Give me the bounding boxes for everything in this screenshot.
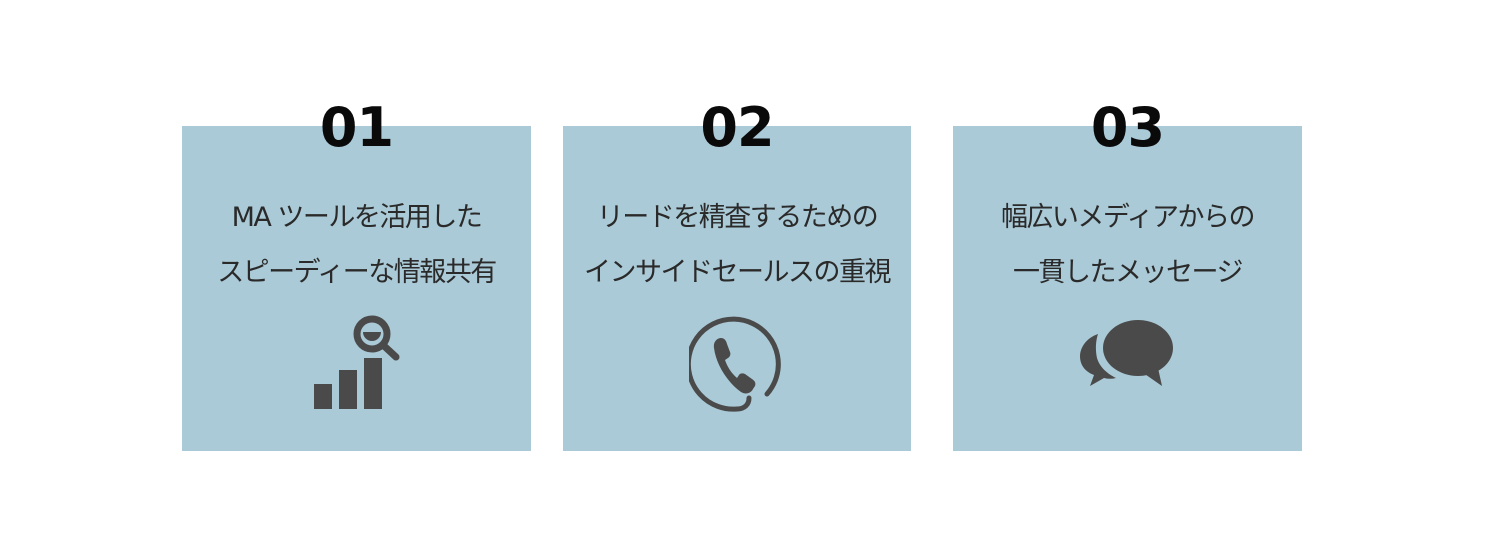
card-number: 01 bbox=[319, 96, 394, 159]
feature-card-1: 01 MA ツールを活用した スピーディーな情報共有 bbox=[182, 98, 531, 451]
feature-card-3: 03 幅広いメディアからの 一貫したメッセージ bbox=[953, 98, 1302, 451]
card-description-line-2: インサイドセールスの重視 bbox=[584, 257, 892, 288]
card-description-line-2: スピーディーな情報共有 bbox=[217, 257, 497, 288]
feature-card-2: 02 リードを精査するための インサイドセールスの重視 bbox=[563, 98, 911, 451]
card-description: MA ツールを活用した スピーディーな情報共有 bbox=[182, 190, 531, 300]
phone-circle-icon bbox=[685, 316, 785, 412]
card-description-line-1: MA ツールを活用した bbox=[231, 202, 483, 233]
card-description-line-1: リードを精査するための bbox=[596, 202, 879, 233]
card-description-line-1: 幅広いメディアからの bbox=[1000, 202, 1256, 233]
speech-bubbles-icon bbox=[1079, 318, 1176, 392]
card-description: リードを精査するための インサイドセールスの重視 bbox=[563, 190, 911, 300]
card-description-line-2: 一貫したメッセージ bbox=[1013, 257, 1243, 288]
card-number: 03 bbox=[1090, 96, 1165, 159]
card-description: 幅広いメディアからの 一貫したメッセージ bbox=[953, 190, 1302, 300]
card-number: 02 bbox=[700, 96, 774, 159]
bar-chart-magnifier-icon bbox=[310, 314, 404, 410]
